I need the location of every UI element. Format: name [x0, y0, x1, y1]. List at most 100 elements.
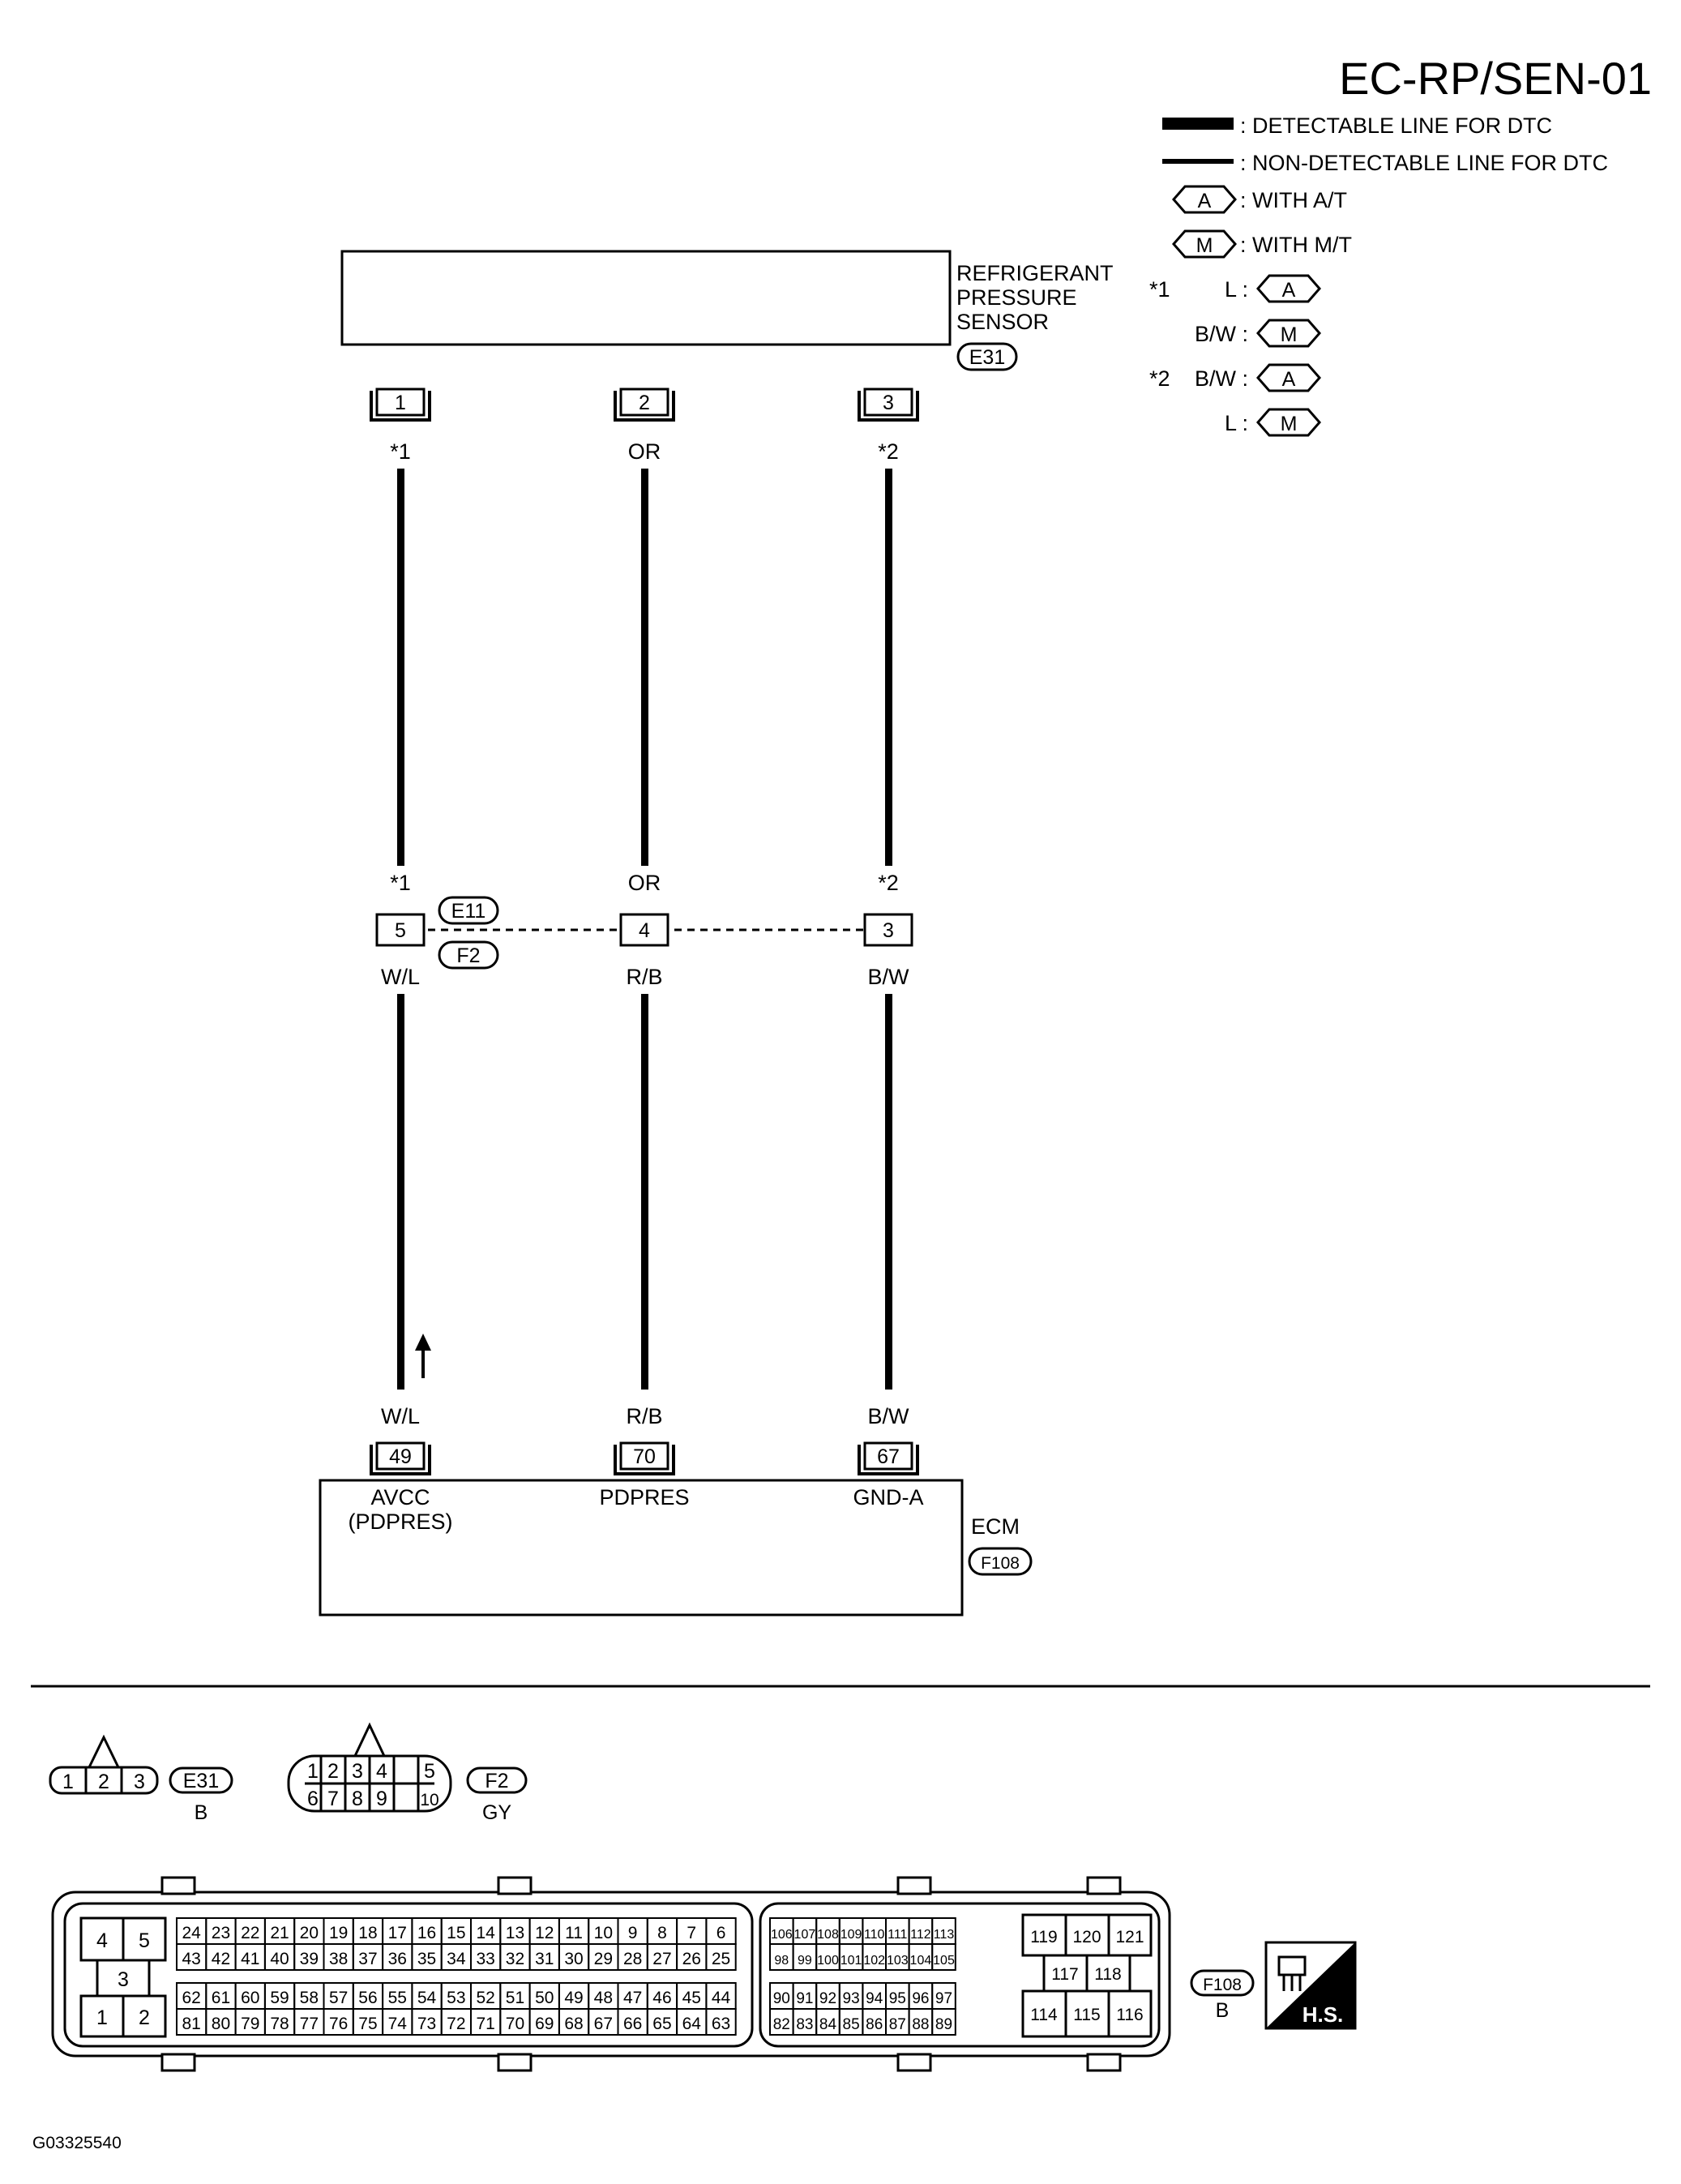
star2-mt-hex	[1256, 408, 1321, 437]
ecm-pin-49-function-line2: (PDPRES)	[348, 1510, 452, 1534]
wire-3-upper	[885, 469, 892, 866]
joint-connector: 5 4 3 E11 F2	[375, 896, 913, 970]
f2-pin-8: 8	[352, 1788, 363, 1810]
f108-pin-7: 7	[687, 1924, 696, 1942]
f108-pin-92: 92	[819, 1990, 836, 2007]
f108-pin-20: 20	[300, 1924, 319, 1942]
f108-pin-55: 55	[388, 1989, 407, 2007]
f2-pin-1: 1	[307, 1760, 319, 1783]
signal-direction-arrow-icon	[415, 1334, 431, 1378]
f108-pin-87: 87	[889, 2016, 906, 2033]
f108-pin-41: 41	[241, 1950, 259, 1968]
f108-pin-114: 114	[1030, 2006, 1058, 2024]
f108-pin-31: 31	[535, 1950, 554, 1968]
f108-pin-104: 104	[910, 1954, 932, 1968]
wire-1-mid-top-label: *1	[390, 871, 411, 895]
wire-2-lower	[641, 994, 648, 1390]
joint-connector-e11-badge	[438, 896, 499, 925]
ecm-pin-67-label: 67	[877, 1445, 900, 1468]
f2-pin-4: 4	[376, 1760, 387, 1783]
f108-pin-21: 21	[270, 1924, 289, 1942]
f108-pin-117: 117	[1051, 1965, 1078, 1984]
hs-label: H.S.	[1302, 2002, 1344, 2027]
f108-pin-4: 4	[96, 1929, 108, 1952]
figure-id: G03325540	[32, 2134, 122, 2152]
f108-pin-98: 98	[774, 1954, 789, 1968]
f108-pin-120: 120	[1072, 1928, 1101, 1946]
f108-pin-18: 18	[358, 1924, 377, 1942]
legend-with-at: : WITH A/T	[1240, 188, 1347, 212]
f108-pin-42: 42	[212, 1950, 230, 1968]
ecm-pin-70-label: 70	[633, 1445, 656, 1468]
f2-pin-3: 3	[352, 1760, 363, 1783]
f108-pin-40: 40	[270, 1950, 289, 1968]
f108-pin-36: 36	[388, 1950, 407, 1968]
f108-pin-103: 103	[887, 1954, 909, 1968]
f108-pin-54: 54	[417, 1989, 437, 2007]
f108-pin-68: 68	[564, 2015, 583, 2033]
sensor-pin-3: 3	[858, 388, 919, 422]
star1-mt-letter: M	[1281, 323, 1298, 346]
f108-pin-29: 29	[594, 1950, 613, 1968]
f108-pin-38: 38	[329, 1950, 348, 1968]
f108-pin-cell	[705, 1943, 737, 1971]
refrigerant-pressure-sensor: REFRIGERANT PRESSURE SENSOR E31	[340, 250, 1114, 371]
f108-pin-10: 10	[594, 1924, 613, 1942]
f108-pin-51: 51	[506, 1989, 524, 2007]
f108-pin-56: 56	[358, 1989, 377, 2007]
ecm-connector-id: F108	[981, 1554, 1020, 1573]
f108-pin-24: 24	[182, 1924, 201, 1942]
f2-connector-id: F2	[485, 1770, 508, 1792]
f108-pin-112: 112	[910, 1928, 931, 1942]
detectable-line-sample	[1162, 118, 1234, 130]
f108-pin-66: 66	[623, 2015, 642, 2033]
ecm-pin-49: 49	[370, 1441, 431, 1475]
f108-pin-37: 37	[358, 1950, 377, 1968]
f108-pin-65: 65	[652, 2015, 671, 2033]
wire-2-bottom-label: R/B	[626, 1404, 662, 1428]
f108-pin-82: 82	[773, 2016, 790, 2033]
f108-pin-74: 74	[388, 2015, 408, 2033]
ecm-pin-70-function: PDPRES	[599, 1485, 689, 1510]
f108-connector-id: F108	[1203, 1976, 1242, 1994]
f108-pin-115: 115	[1073, 2006, 1100, 2024]
f108-pin-28: 28	[623, 1950, 642, 1968]
connector-f2-face: 1 2 3 4 5 6 7 8 9 10 F2 GY	[287, 1722, 528, 1824]
star2-mt-color: L :	[1225, 411, 1248, 435]
f108-pin-5: 5	[139, 1929, 150, 1952]
sensor-box	[340, 250, 952, 346]
f108-pin-9: 9	[628, 1924, 638, 1942]
f108-pin-2: 2	[139, 2006, 150, 2029]
f2-pin-9: 9	[376, 1788, 387, 1810]
f108-pin-47: 47	[623, 1989, 642, 2007]
f108-pin-30: 30	[564, 1950, 583, 1968]
mt-symbol-letter: M	[1196, 234, 1213, 257]
f108-pin-33: 33	[476, 1950, 494, 1968]
f108-pin-97: 97	[935, 1990, 952, 2007]
f108-pin-12: 12	[535, 1924, 554, 1942]
f108-pin-100: 100	[817, 1954, 839, 1968]
legend-non-detectable: : NON-DETECTABLE LINE FOR DTC	[1240, 151, 1608, 175]
sensor-pins: 1 2 3	[370, 388, 919, 422]
f108-pin-57: 57	[329, 1989, 348, 2007]
f108-pin-27: 27	[652, 1950, 671, 1968]
f108-pin-121: 121	[1115, 1928, 1144, 1946]
sensor-name-line3: SENSOR	[956, 310, 1049, 334]
f108-pin-43: 43	[182, 1950, 200, 1968]
f108-pin-69: 69	[535, 2015, 554, 2033]
f108-pin-48: 48	[594, 1989, 613, 2007]
f108-pin-19: 19	[329, 1924, 348, 1942]
f108-pin-96: 96	[912, 1990, 929, 2007]
wire-2-mid-top-label: OR	[628, 871, 661, 895]
f108-pin-52: 52	[476, 1989, 494, 2007]
f108-pin-58: 58	[300, 1989, 319, 2007]
f108-pin-79: 79	[241, 2015, 259, 2033]
harness-side-icon: H.S.	[1264, 1941, 1357, 2030]
f108-pin-16: 16	[417, 1924, 436, 1942]
f108-pin-80: 80	[212, 2015, 230, 2033]
f108-pin-105: 105	[933, 1954, 955, 1968]
